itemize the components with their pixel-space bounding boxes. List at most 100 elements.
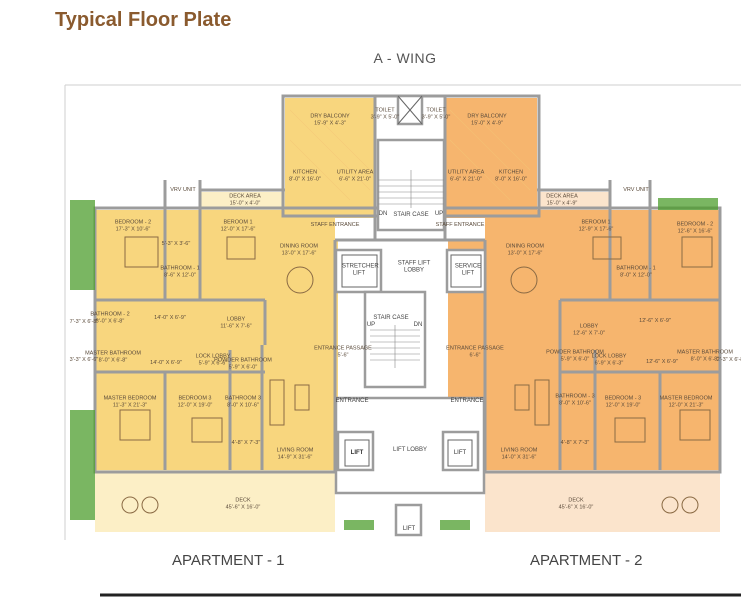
- room-dimensions: 14'-0" X 31'-6": [501, 454, 537, 460]
- room-name: VRV UNIT: [170, 186, 196, 193]
- room-dimensions: 5'-6": [337, 352, 349, 358]
- room-name: UTILITY AREA: [447, 169, 485, 176]
- lift-lobby-label: LIFT LOBBY: [393, 446, 427, 453]
- entrance-right-label: ENTRANCE: [450, 397, 484, 404]
- room-name: BEDROOM - 2: [676, 221, 714, 228]
- room-dimensions: 14'-0" X 6'-9": [154, 314, 186, 321]
- room-name: TOILET: [426, 107, 446, 114]
- room-dimensions: 3'-3" X 6'-6": [69, 356, 99, 363]
- room-name: DRY BALCONY: [467, 113, 507, 120]
- room-name: TOILET: [375, 107, 395, 114]
- room-dimensions: 11'-3" X 21'-3": [112, 402, 148, 408]
- room-dimensions: 17'-3" X 10'-6": [115, 226, 151, 232]
- room-dimensions: 4'-8" X 7'-3": [231, 439, 261, 446]
- room-dimensions: 12'-6" X 7'-0": [573, 330, 605, 336]
- stair-dn-mid-label: DN: [413, 321, 423, 328]
- lift-bottom-label: LIFT: [402, 525, 416, 532]
- furniture: [119, 236, 713, 514]
- room-name: MASTER BATHROOM: [85, 350, 141, 357]
- service-lift-label: SERVICE LIFT: [454, 263, 482, 277]
- room-dimensions: 14'-9" X 31'-6": [277, 454, 313, 460]
- stair-up-label: UP: [434, 210, 444, 217]
- room-dimensions: 15'-9" X 4'-3": [314, 120, 346, 126]
- room-label: 4'-8" X 7'-3": [232, 440, 261, 447]
- room-dimensions: 5'-9" X 6'-0": [228, 364, 258, 370]
- stair-dn-label: DN: [378, 210, 388, 217]
- room-name: DINING ROOM: [506, 243, 544, 250]
- room-dimensions: 12'-0" X 19'-0": [177, 402, 213, 408]
- room-label: VRV UNIT: [623, 187, 649, 194]
- room-dimensions: 45'-6" X 16'-0": [225, 504, 261, 510]
- lift-shafts: [341, 95, 482, 467]
- room-label: 3'-3" X 6'-6": [70, 357, 99, 364]
- staircase-mid-label: STAIR CASE: [373, 314, 409, 321]
- room-label: 12'-6" X 6'-9": [646, 359, 678, 366]
- room-dimensions: 15'-0" X 4'-9": [471, 120, 503, 126]
- room-dimensions: 12'-0" X 17'-6": [220, 226, 256, 232]
- room-dimensions: 8'-0" X 16'-0": [495, 176, 527, 182]
- room-dimensions: 45'-6" X 16'-0": [558, 504, 594, 510]
- room-name: POWDER BATHROOM: [546, 349, 604, 356]
- kitchen-hatch: [289, 109, 531, 201]
- deck-apartment-1: [95, 470, 335, 532]
- room-dimensions: 8'-0" X 6'-8": [690, 356, 720, 362]
- room-dimensions: 8'-0" X 10'-6": [559, 400, 591, 406]
- room-dimensions: 3'-9" X 5'-0": [370, 114, 400, 120]
- room-name: BEROOM 1: [581, 219, 611, 226]
- room-label: 12'-6" X 6'-9": [639, 318, 671, 325]
- room-label: 14'-0" X 6'-9": [154, 315, 186, 322]
- room-dimensions: 5'-3" X 3'-6": [161, 240, 191, 247]
- room-name: BATHROOM - 1: [616, 265, 656, 272]
- room-label: 4'-8" X 7'-3": [561, 440, 590, 447]
- room-dimensions: 12'-0" X 19'-0": [605, 402, 641, 408]
- frame: [64, 84, 741, 540]
- room-label: VRV UNIT: [170, 187, 196, 194]
- room-name: LOCK LOBBY: [195, 353, 231, 360]
- planters: [70, 198, 718, 530]
- room-label: STAFF ENTRANCE: [436, 222, 485, 229]
- room-name: STAFF ENTRANCE: [310, 221, 360, 228]
- room-name: KITCHEN: [498, 169, 524, 176]
- room-dimensions: 6'-6" X 21'-0": [339, 176, 371, 182]
- room-dimensions: 8'-6" X 12'-0": [164, 272, 196, 278]
- room-dimensions: 13'-0" X 17'-6": [281, 250, 317, 256]
- room-name: ENTRANCE PASSAGE: [446, 345, 504, 352]
- lift-left-label: LIFT: [350, 449, 364, 456]
- room-dimensions: 4'-8" X 7'-3": [560, 439, 590, 446]
- room-dimensions: 8'-0" X 6'-8": [98, 357, 128, 363]
- apartment-2-label: APARTMENT - 2: [530, 552, 643, 569]
- room-name: POWDER BATHROOM: [214, 357, 272, 364]
- deck-apartment-2: [485, 470, 720, 532]
- room-name: UTILITY AREA: [336, 169, 374, 176]
- room-name: BATHROOM - 1: [160, 265, 200, 272]
- room-name: MASTER BEDROOM: [659, 395, 713, 402]
- entrance-left-label: ENTRANCE: [335, 397, 369, 404]
- room-name: BEDROOM 3: [178, 395, 212, 402]
- room-name: BATHROOM - 2: [90, 311, 130, 318]
- room-label: 14'-0" X 6'-9": [150, 360, 182, 367]
- room-dimensions: 5'-9" X 6'-0": [560, 356, 590, 362]
- room-dimensions: 15'-0" x 4'-9": [546, 200, 578, 206]
